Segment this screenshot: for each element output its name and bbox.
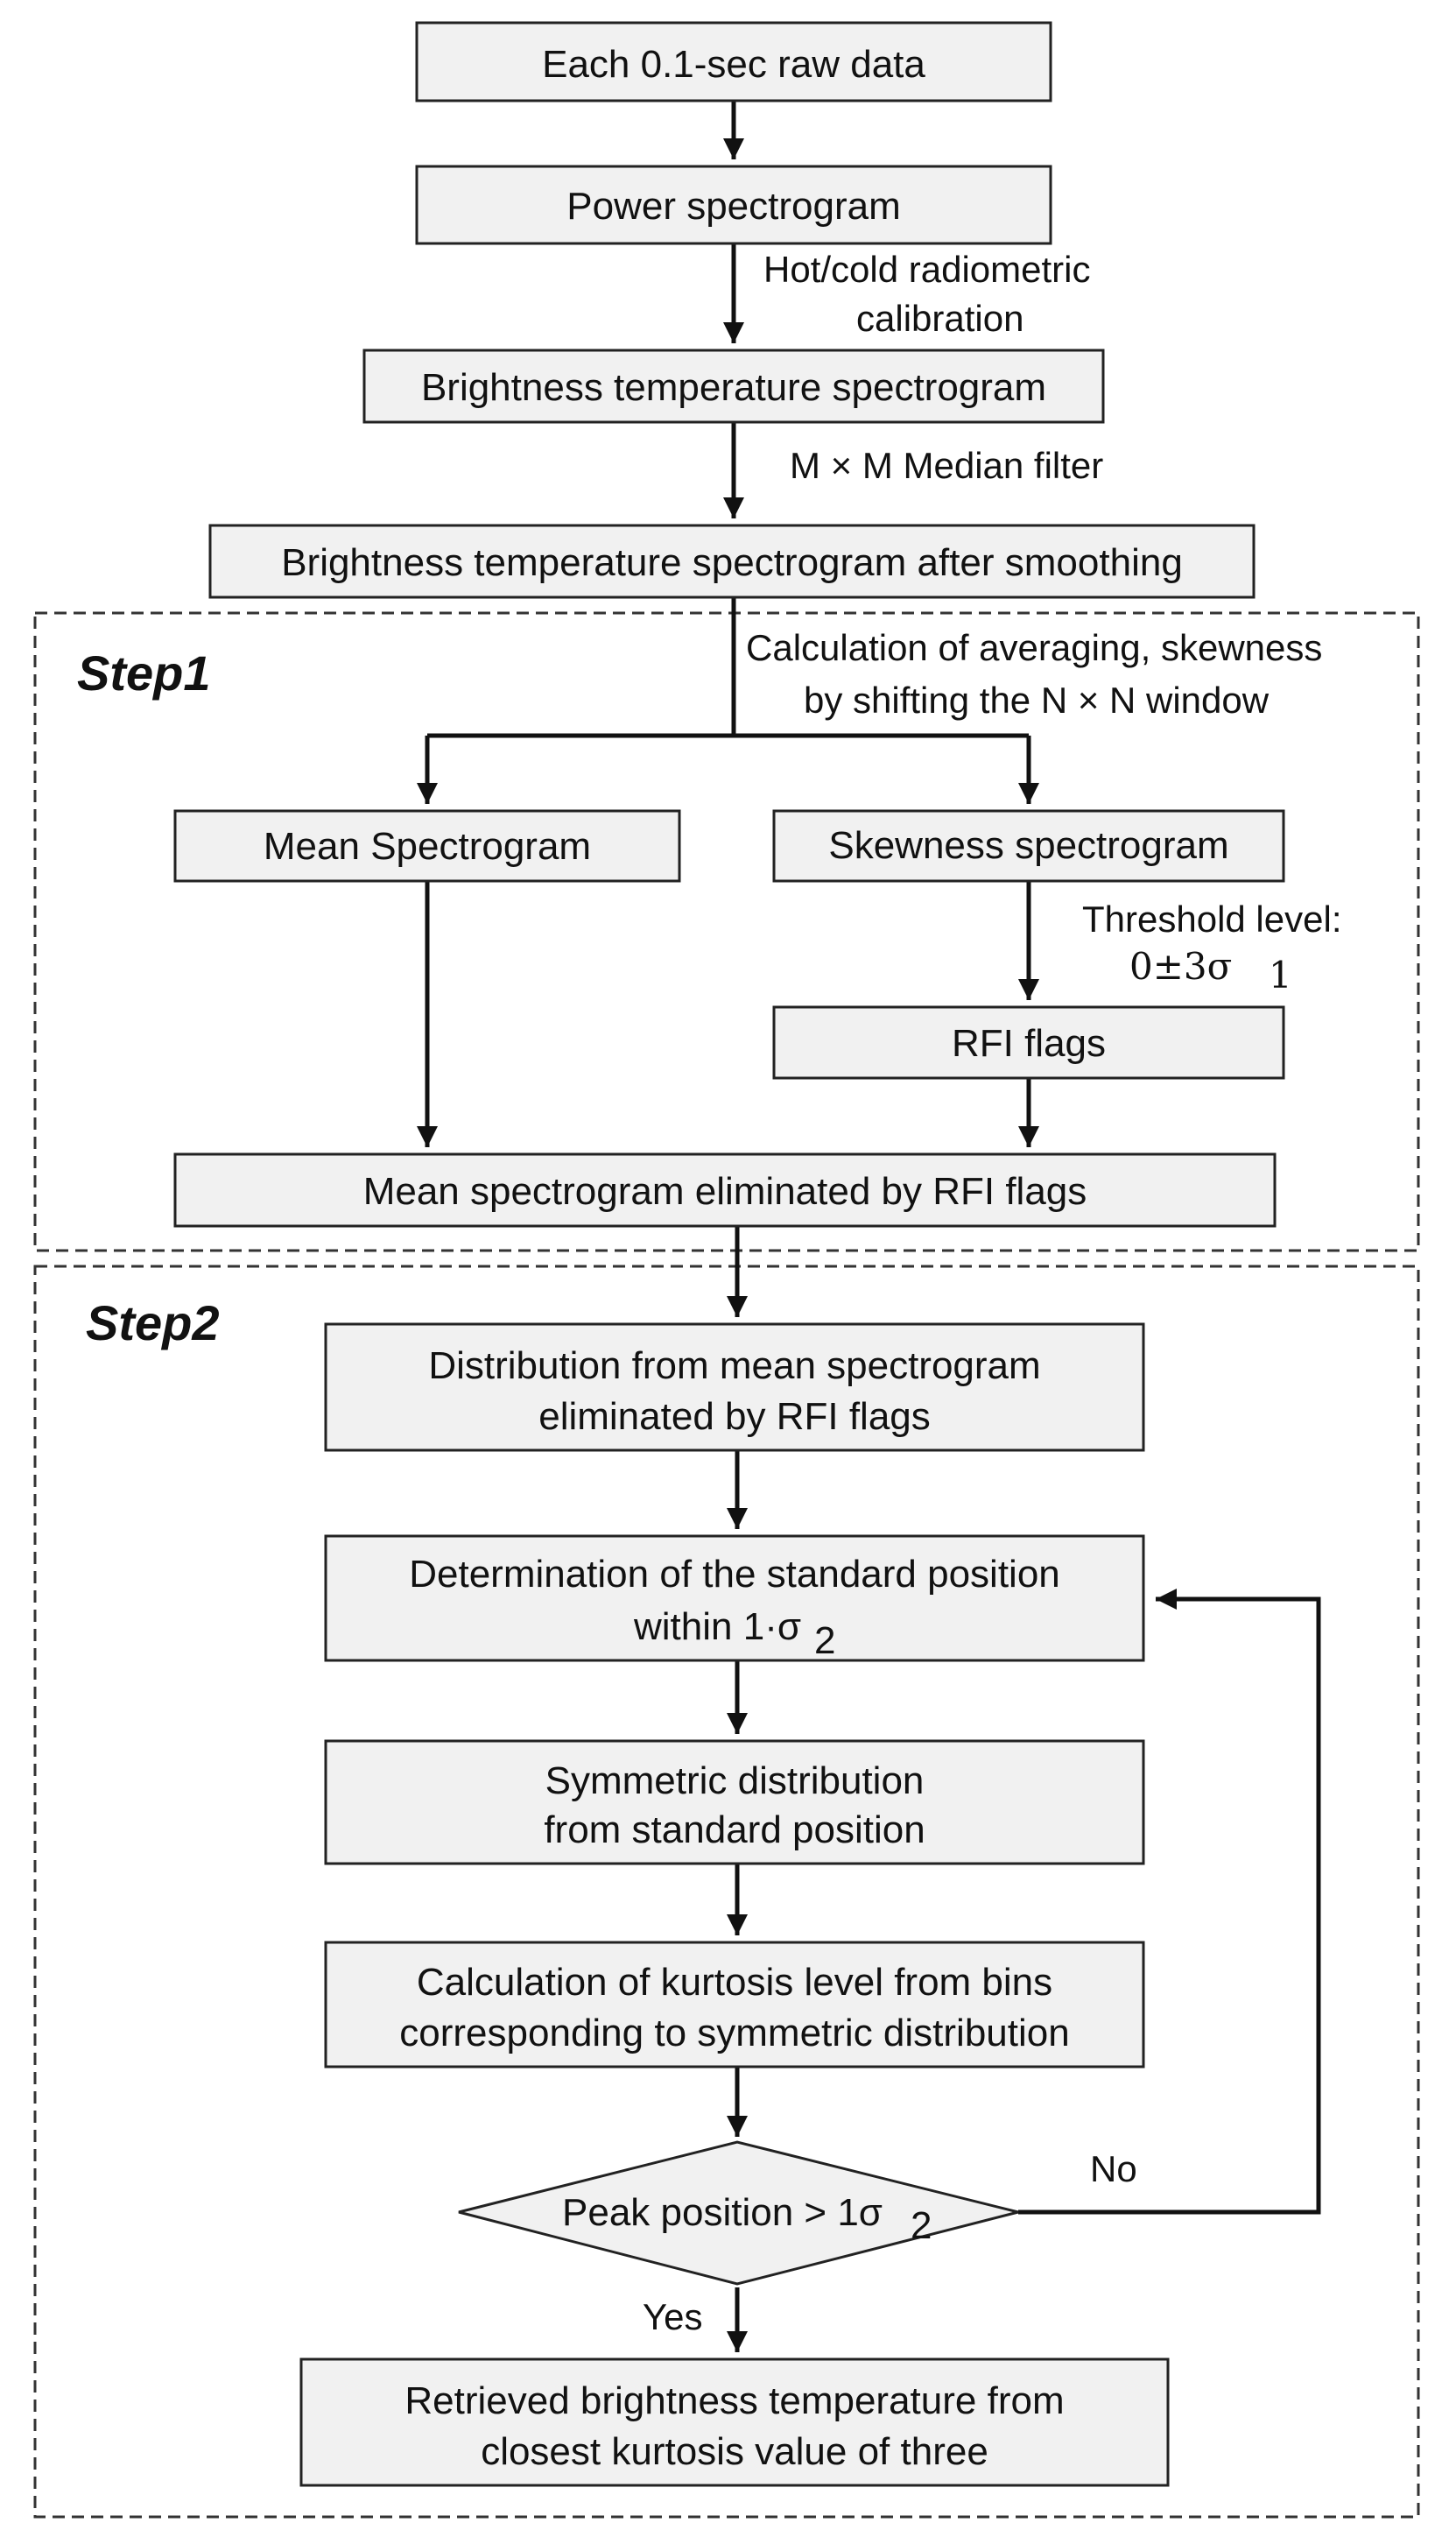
- svg-text:Calculation of averaging, skew: Calculation of averaging, skewness: [746, 627, 1322, 668]
- annotation-threshold: Threshold level: 0±3σ 1: [1082, 899, 1341, 997]
- svg-text:Each 0.1-sec raw data: Each 0.1-sec raw data: [542, 43, 925, 86]
- node-power-spectrogram: Power spectrogram: [415, 165, 1052, 245]
- node-retrieved-temperature: Retrieved brightness temperature from cl…: [299, 2357, 1170, 2487]
- svg-text:1: 1: [1269, 954, 1292, 997]
- annotation-median-filter: M × M Median filter: [790, 445, 1103, 486]
- step2-frame: [33, 1265, 1420, 2519]
- label-no: No: [1090, 2148, 1137, 2189]
- svg-text:closest kurtosis value of thre: closest kurtosis value of three: [481, 2430, 988, 2473]
- svg-text:2: 2: [814, 1619, 835, 1662]
- node-raw-data: Each 0.1-sec raw data: [415, 21, 1052, 102]
- svg-text:Determination of the standard: Determination of the standard position: [409, 1553, 1060, 1596]
- svg-text:Skewness spectrogram: Skewness spectrogram: [828, 824, 1228, 867]
- node-skewness-spectrogram: Skewness spectrogram: [772, 809, 1285, 883]
- node-standard-position: Determination of the standard position w…: [324, 1534, 1145, 1662]
- svg-text:Hot/cold radiometric: Hot/cold radiometric: [763, 249, 1090, 290]
- svg-text:Symmetric distribution: Symmetric distribution: [545, 1759, 925, 1802]
- svg-text:eliminated by RFI flags: eliminated by RFI flags: [538, 1395, 931, 1438]
- label-yes: Yes: [643, 2296, 703, 2337]
- svg-text:Threshold level:: Threshold level:: [1082, 899, 1341, 940]
- svg-text:Peak position > 1σ: Peak position > 1σ: [562, 2191, 883, 2234]
- step2-label: Step2: [86, 1295, 220, 1350]
- node-kurtosis-calculation: Calculation of kurtosis level from bins …: [324, 1941, 1145, 2068]
- annotation-calibration: Hot/cold radiometric calibration: [763, 249, 1090, 339]
- node-distribution: Distribution from mean spectrogram elimi…: [324, 1322, 1145, 1452]
- step1-frame: [33, 611, 1420, 1252]
- svg-text:Brightness temperature spectro: Brightness temperature spectrogram: [421, 366, 1046, 409]
- svg-text:Distribution from mean spectro: Distribution from mean spectrogram: [428, 1344, 1040, 1387]
- annotation-window: Calculation of averaging, skewness by sh…: [746, 627, 1322, 721]
- svg-text:by shifting the N × N window: by shifting the N × N window: [804, 680, 1270, 721]
- node-symmetric-distribution: Symmetric distribution from standard pos…: [324, 1739, 1145, 1865]
- svg-text:Brightness temperature spectro: Brightness temperature spectrogram after…: [281, 541, 1183, 584]
- svg-text:Calculation of kurtosis level: Calculation of kurtosis level from bins: [417, 1961, 1052, 2004]
- svg-text:2: 2: [911, 2204, 932, 2247]
- node-mean-spectrogram: Mean Spectrogram: [173, 809, 681, 883]
- svg-text:0±3σ: 0±3σ: [1129, 945, 1232, 988]
- node-brightness-spectrogram: Brightness temperature spectrogram: [362, 349, 1105, 424]
- connectors: [417, 101, 1321, 2352]
- node-peak-decision: Peak position > 1σ 2: [458, 2140, 1019, 2286]
- step1-label: Step1: [77, 645, 211, 701]
- node-mean-eliminated: Mean spectrogram eliminated by RFI flags: [173, 1152, 1277, 1228]
- svg-text:Mean Spectrogram: Mean Spectrogram: [264, 825, 591, 868]
- node-smoothed-spectrogram: Brightness temperature spectrogram after…: [208, 524, 1256, 599]
- svg-text:corresponding to symmetric dis: corresponding to symmetric distribution: [399, 2012, 1069, 2054]
- svg-text:Mean spectrogram eliminated by: Mean spectrogram eliminated by RFI flags: [363, 1170, 1087, 1213]
- svg-text:Retrieved brightness temperatu: Retrieved brightness temperature from: [404, 2379, 1064, 2422]
- svg-text:Power spectrogram: Power spectrogram: [566, 185, 900, 228]
- node-rfi-flags: RFI flags: [772, 1005, 1285, 1080]
- svg-text:from standard position: from standard position: [544, 1808, 925, 1851]
- svg-text:calibration: calibration: [856, 298, 1023, 339]
- svg-text:within 1·σ: within 1·σ: [633, 1605, 801, 1648]
- svg-text:RFI flags: RFI flags: [952, 1022, 1106, 1065]
